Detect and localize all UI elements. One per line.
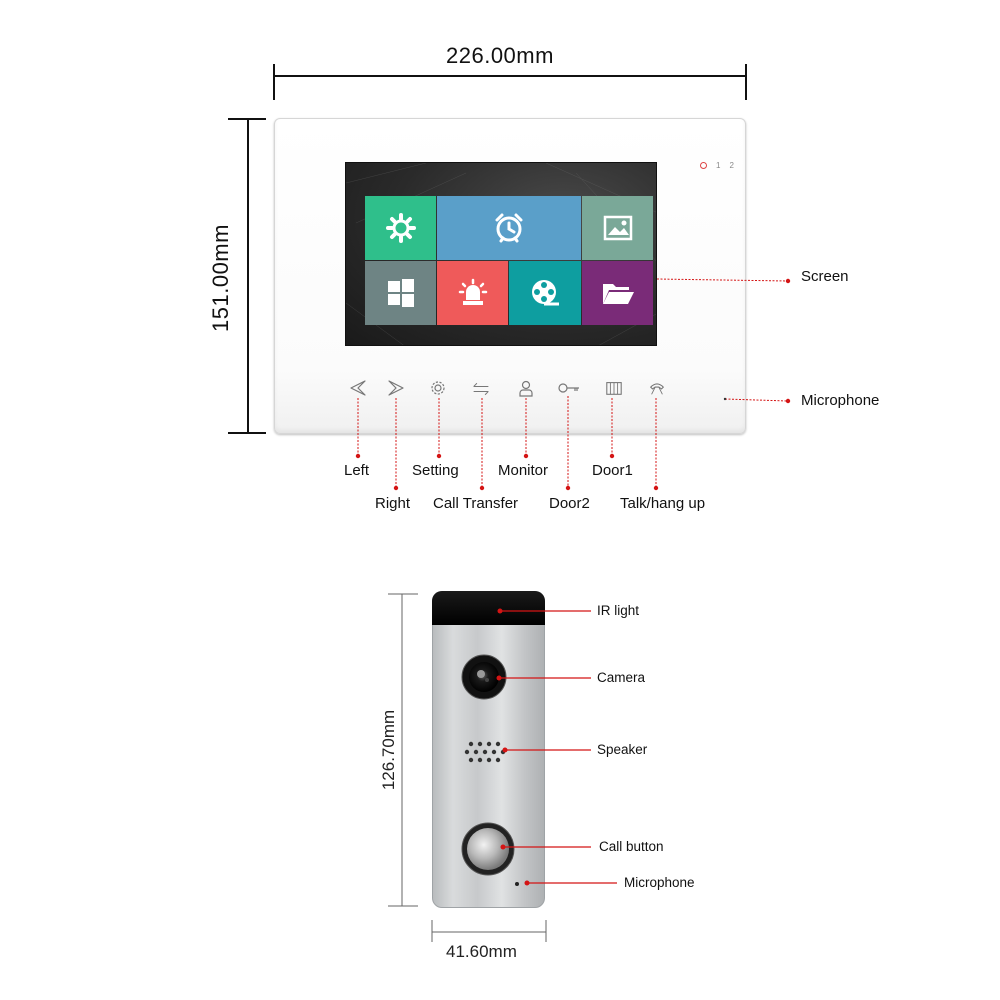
folder-icon: [602, 284, 634, 304]
right-button-label: Right: [375, 495, 411, 512]
gear-icon: [385, 213, 416, 243]
monitor-width-dimension-line: [273, 64, 747, 100]
gallery-tile[interactable]: [582, 196, 653, 260]
siren-icon: [458, 278, 487, 305]
door1-button-label: Door1: [592, 462, 633, 479]
files-tile[interactable]: [582, 261, 653, 325]
left-arrow-icon[interactable]: [349, 379, 367, 397]
station-microphone-hole: [515, 882, 519, 886]
door2-button-label: Door2: [549, 495, 590, 512]
call-button[interactable]: [460, 821, 516, 877]
ir-light-panel: [432, 591, 545, 625]
station-width-label: 41.60mm: [446, 942, 517, 961]
screen-callout-label: Screen: [801, 268, 849, 285]
camera-callout-label: Camera: [597, 670, 646, 685]
left-button-label: Left: [344, 462, 370, 479]
power-indicator: [700, 162, 707, 169]
monitor-height-dimension-line: [228, 118, 266, 434]
key-icon[interactable]: [558, 381, 580, 395]
video-tile[interactable]: [509, 261, 581, 325]
speaker-grille: [464, 741, 505, 763]
led-label-2: 2: [729, 161, 734, 170]
call-transfer-button-label: Call Transfer: [433, 495, 519, 512]
ir-light-callout-label: IR light: [597, 603, 640, 618]
alarm-tile[interactable]: [437, 261, 508, 325]
right-arrow-icon[interactable]: [387, 379, 405, 397]
monitor-callout-lines: [355, 278, 791, 491]
talk-button-label: Talk/hang up: [620, 495, 706, 512]
speaker-callout-label: Speaker: [597, 742, 648, 757]
gear-icon[interactable]: [429, 379, 447, 397]
setting-button-label: Setting: [412, 462, 459, 479]
station-microphone-callout-label: Microphone: [624, 875, 695, 890]
camera-lens: [461, 654, 507, 700]
monitor-width-label: 226.00mm: [446, 43, 554, 68]
windows-icon: [387, 279, 414, 307]
monitor-microphone-callout-label: Microphone: [801, 392, 880, 409]
picture-icon: [603, 215, 632, 241]
door-icon[interactable]: [605, 379, 623, 397]
led-label-1: 1: [716, 161, 721, 170]
monitor-screen[interactable]: [345, 162, 657, 346]
phone-icon[interactable]: [648, 379, 666, 397]
transfer-icon[interactable]: [472, 380, 490, 398]
alarm-clock-icon: [495, 213, 523, 243]
settings-tile[interactable]: [365, 196, 436, 260]
station-callout-lines: [496, 608, 617, 886]
alarm-clock-tile[interactable]: [437, 196, 581, 260]
monitor-button-label: Monitor: [498, 462, 549, 479]
station-height-dimension-line: [388, 593, 418, 907]
film-reel-icon: [532, 280, 559, 306]
person-icon[interactable]: [517, 379, 535, 397]
call-button-callout-label: Call button: [599, 839, 664, 854]
windows-tile[interactable]: [365, 261, 436, 325]
status-indicators: 1 2: [700, 161, 734, 170]
station-width-dimension-line: [431, 920, 547, 942]
